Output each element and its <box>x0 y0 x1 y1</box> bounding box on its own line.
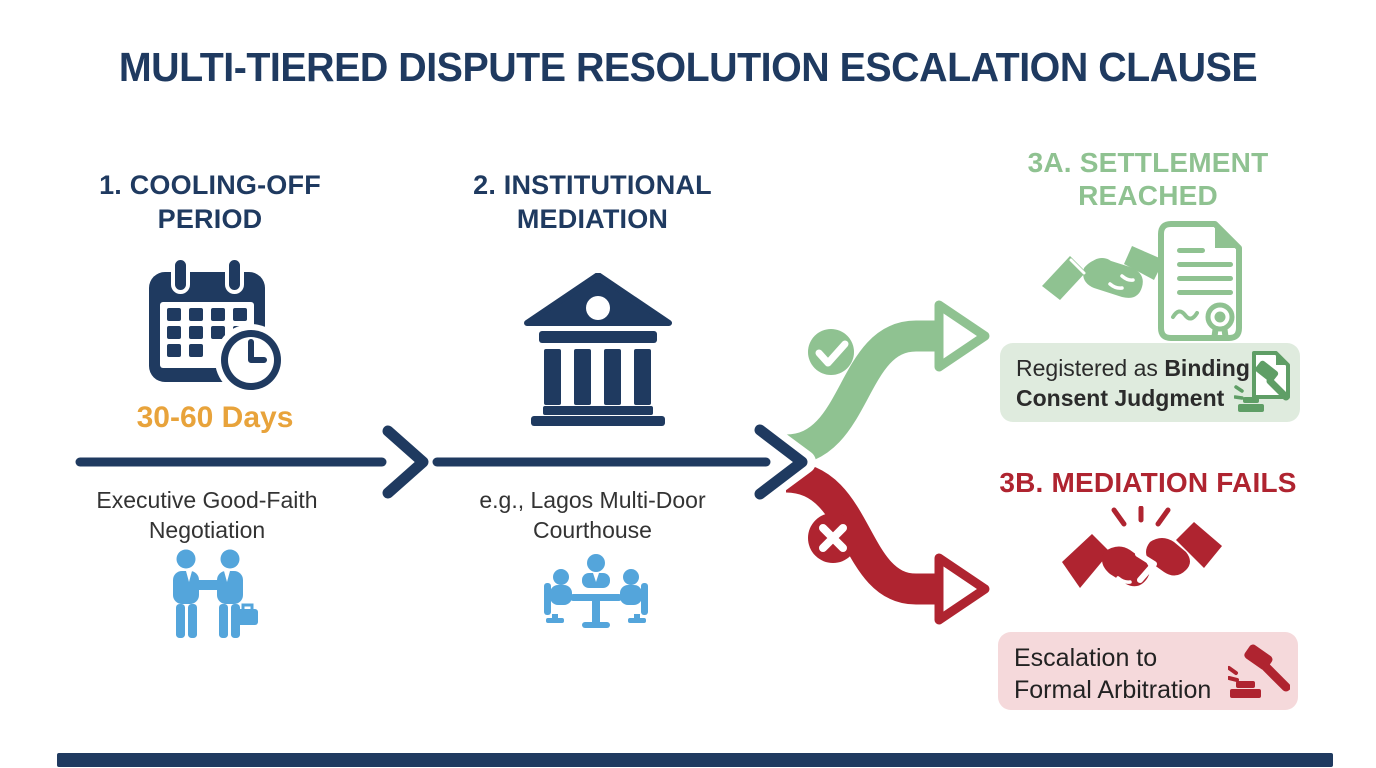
success-result-text: Registered as Binding Consent Judgment <box>1016 355 1250 411</box>
outcome-failure-heading: 3B. MEDIATION FAILS <box>999 467 1297 498</box>
page-title: MULTI-TIERED DISPUTE RESOLUTION ESCALATI… <box>118 44 1258 90</box>
stage1-heading-line1: 1. COOLING-OFF <box>99 170 321 200</box>
broken-handshake-icon <box>1062 506 1222 588</box>
settlement-certificate-icon <box>1158 221 1242 341</box>
stage2-heading: 2. INSTITUTIONAL MEDIATION <box>440 168 745 236</box>
businessmen-handshake-icon <box>173 549 258 638</box>
success-result-box: Registered as Binding Consent Judgment <box>1000 343 1300 422</box>
stage1-description: Executive Good-Faith Negotiation <box>96 487 318 543</box>
calendar-clock-icon <box>149 256 287 396</box>
stage2-heading-line2: MEDIATION <box>516 204 669 234</box>
stage2-heading-line1: 2. INSTITUTIONAL <box>473 170 712 200</box>
handshake-agreement-icon <box>1042 221 1242 341</box>
mediation-meeting-icon <box>544 554 648 628</box>
failure-result-box: Escalation to Formal Arbitration <box>998 632 1298 710</box>
footer-accent-bar <box>57 753 1333 767</box>
stage1-duration: 30-60 Days <box>136 401 294 434</box>
stage1-arrow <box>75 425 429 499</box>
stage2-description: e.g., Lagos Multi-Door Courthouse <box>479 487 706 543</box>
stage1-heading: 1. COOLING-OFF PERIOD <box>60 168 360 236</box>
check-circle-icon <box>808 329 854 375</box>
failure-branch-arrow <box>784 461 990 625</box>
stage1-heading-line2: PERIOD <box>157 204 263 234</box>
gavel-icon <box>1228 644 1290 698</box>
failure-result-text: Escalation to Formal Arbitration <box>1014 644 1212 704</box>
outcome-success-heading: 3A. SETTLEMENT REACHED <box>1027 147 1269 211</box>
success-branch-arrow <box>784 300 990 466</box>
courthouse-icon <box>524 273 672 426</box>
x-circle-icon <box>808 513 858 563</box>
gavel-document-icon <box>1234 350 1290 412</box>
